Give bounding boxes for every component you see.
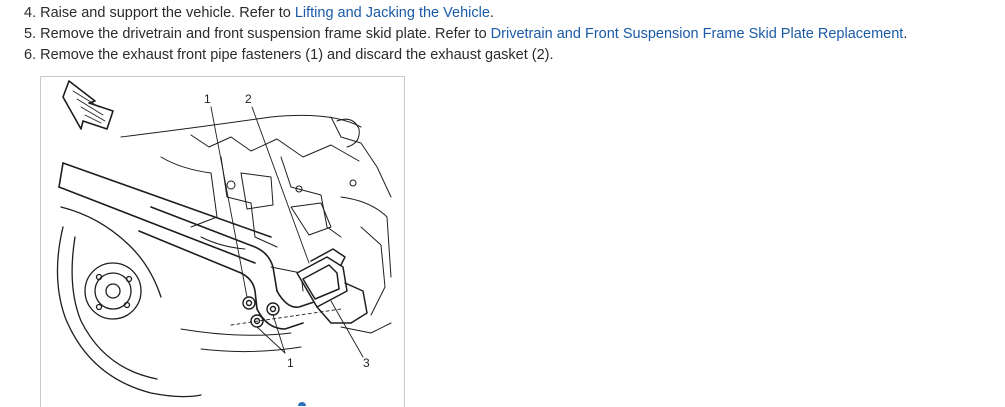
step-text: Remove the drivetrain and front suspensi… [40,26,491,42]
exhaust-pipe-illustration: 1 2 1 3 [40,76,405,407]
callout-1-top: 1 [204,92,211,106]
procedure-steps: 4. Raise and support the vehicle. Refer … [24,3,907,66]
exhaust-diagram: 1 2 1 3 [56,80,392,398]
step-number: 4. [24,5,37,21]
callout-3: 3 [363,356,370,370]
link-skid-plate-replacement[interactable]: Drivetrain and Front Suspension Frame Sk… [490,26,904,42]
scroll-indicator-icon[interactable] [298,402,306,406]
callout-1-bottom: 1 [287,356,294,370]
chassis-background [120,114,392,316]
step-suffix: . [903,26,908,42]
callout-2: 2 [245,92,252,106]
step-6: 6. Remove the exhaust front pipe fastene… [24,45,907,66]
callout-leaders [210,106,364,358]
step-text: Raise and support the vehicle. Refer to [40,5,295,21]
step-number: 5. [24,26,37,42]
link-lifting-and-jacking[interactable]: Lifting and Jacking the Vehicle [294,5,490,21]
step-number: 6. [24,47,37,63]
heat-shield [180,322,392,353]
step-suffix: . [489,5,494,21]
cross-member [58,162,272,264]
step-text: Remove the exhaust front pipe fasteners … [40,47,554,63]
step-4: 4. Raise and support the vehicle. Refer … [24,3,907,24]
exhaust-flange [296,248,368,324]
wheel-rotor [56,206,202,398]
step-5: 5. Remove the drivetrain and front suspe… [24,24,907,45]
exhaust-front-pipe [138,206,318,330]
front-direction-arrow-icon [62,80,114,130]
